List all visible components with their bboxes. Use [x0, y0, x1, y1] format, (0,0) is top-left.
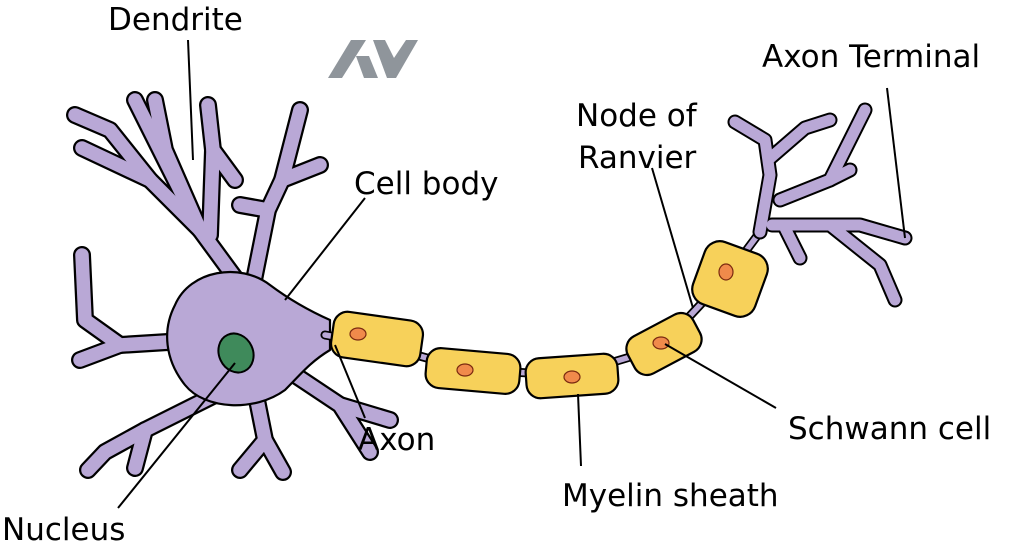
label-myelin-sheath: Myelin sheath — [562, 478, 779, 514]
myelin-segment — [329, 310, 425, 368]
av-logo-icon — [328, 40, 418, 78]
schwann-cell-nuclei — [349, 263, 734, 384]
label-axon-terminal: Axon Terminal — [762, 39, 980, 75]
dendrites — [66, 91, 399, 481]
label-dendrite: Dendrite — [108, 2, 243, 38]
leader-lines — [117, 39, 906, 509]
label-schwann-cell: Schwann cell — [788, 411, 991, 447]
label-node-of-ranvier-line1: Node of — [576, 98, 698, 134]
label-cell-body: Cell body — [354, 166, 498, 202]
label-node-of-ranvier-line2: Ranvier — [578, 140, 697, 176]
nucleus-shape — [217, 332, 255, 374]
cell-body-shape — [166, 271, 332, 407]
myelin-sheath — [329, 240, 769, 400]
label-nucleus: Nucleus — [2, 512, 125, 548]
axon-terminal-branches — [727, 102, 913, 308]
label-axon: Axon — [358, 422, 435, 458]
